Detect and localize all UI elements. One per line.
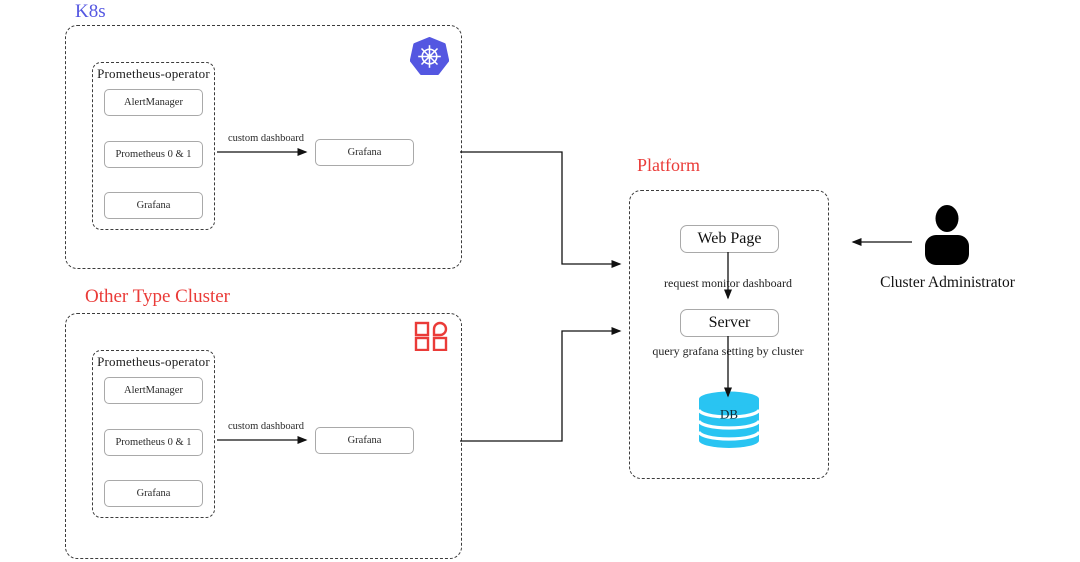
- other-to-platform-arrow: [460, 327, 622, 442]
- other-prometheus-operator-box: Prometheus-operator AlertManager Prometh…: [92, 350, 215, 518]
- other-grafana-node: Grafana: [315, 427, 414, 454]
- database-icon: DB: [697, 391, 761, 448]
- web-page-node: Web Page: [680, 225, 779, 253]
- other-grafana-internal-node: Grafana: [104, 480, 203, 507]
- k8s-operator-title: Prometheus-operator: [97, 66, 210, 81]
- k8s-to-platform-arrow: [460, 151, 622, 268]
- other-cluster-title: Other Type Cluster: [85, 286, 231, 307]
- k8s-custom-dashboard-label: custom dashboard: [227, 133, 305, 144]
- request-monitor-dashboard-label: request monitor dashboard: [664, 276, 792, 290]
- platform-box: [629, 190, 829, 479]
- other-custom-dashboard-label: custom dashboard: [227, 421, 305, 432]
- k8s-prometheus-operator-box: Prometheus-operator AlertManager Prometh…: [92, 62, 215, 230]
- k8s-alertmanager-node: AlertManager: [104, 89, 203, 116]
- person-icon: [925, 205, 969, 265]
- db-label: DB: [720, 407, 738, 422]
- query-grafana-setting-label: query grafana setting by cluster: [652, 344, 804, 358]
- app-grid-icon: [414, 321, 448, 351]
- other-prometheus-node: Prometheus 0 & 1: [104, 429, 203, 456]
- kubernetes-icon: [410, 37, 449, 75]
- k8s-grafana-node: Grafana: [315, 139, 414, 166]
- k8s-grafana-internal-node: Grafana: [104, 192, 203, 219]
- platform-title: Platform: [637, 155, 700, 175]
- cluster-administrator-label: Cluster Administrator: [880, 274, 1015, 291]
- server-node: Server: [680, 309, 779, 337]
- other-alertmanager-node: AlertManager: [104, 377, 203, 404]
- k8s-prometheus-node: Prometheus 0 & 1: [104, 141, 203, 168]
- other-operator-title: Prometheus-operator: [97, 354, 210, 369]
- k8s-cluster-title: K8s: [75, 1, 106, 22]
- k8s-cluster-box: [65, 25, 462, 269]
